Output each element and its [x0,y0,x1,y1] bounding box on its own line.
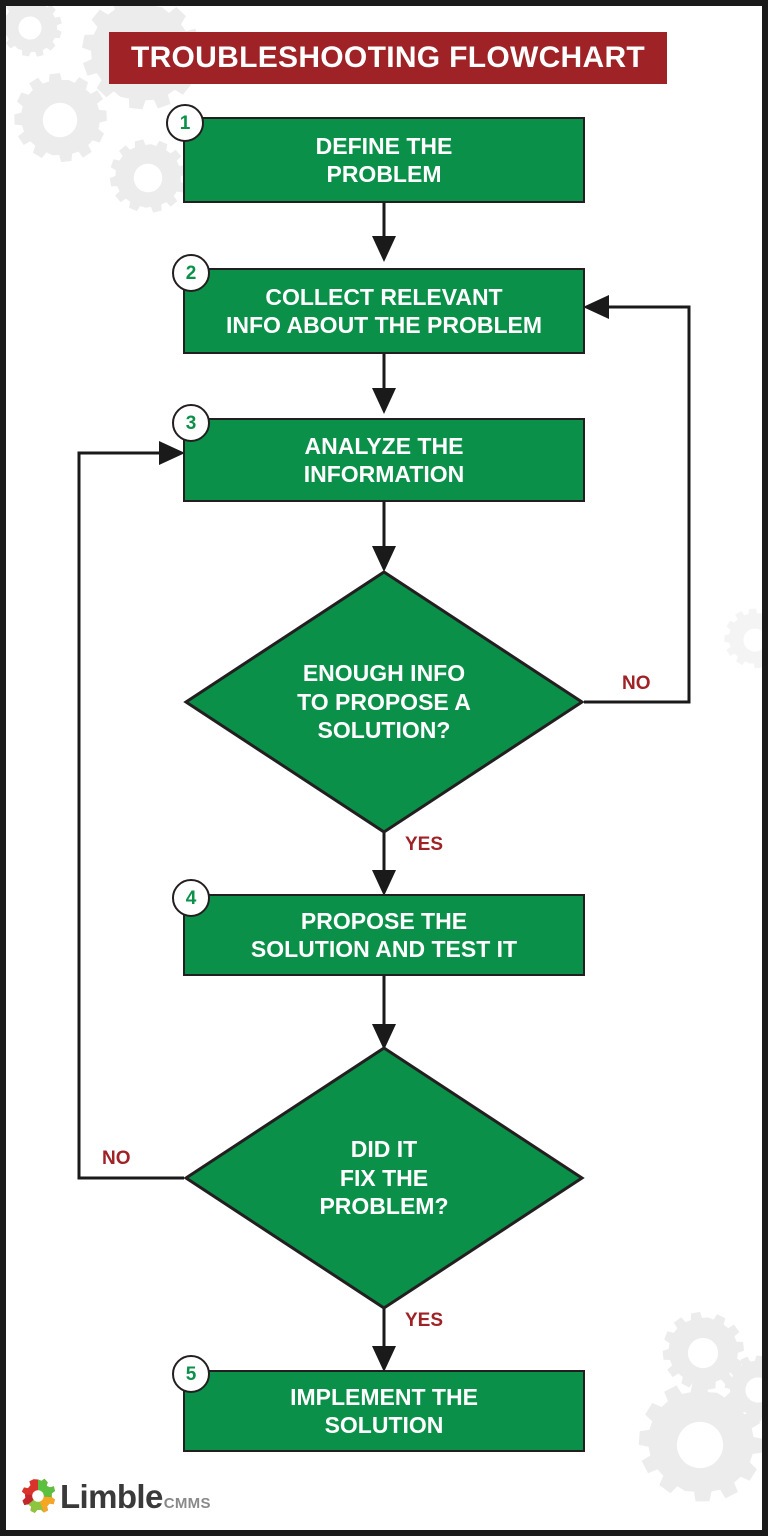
flow-node-analyze-the-information[interactable]: ANALYZE THE INFORMATION [183,418,585,502]
flow-node-label: DEFINE THE PROBLEM [315,132,453,187]
flow-decision-did-it-fix-the-problem[interactable]: DID IT FIX THE PROBLEM? [182,1044,586,1312]
step-badge-1: 1 [166,104,204,142]
flow-node-implement-the-solution[interactable]: IMPLEMENT THE SOLUTION [183,1370,585,1452]
step-number: 2 [185,262,197,284]
flow-node-label: PROPOSE THE SOLUTION AND TEST IT [250,907,518,962]
page-frame-left [0,0,6,1536]
step-badge-2: 2 [172,254,210,292]
flow-node-label: COLLECT RELEVANT INFO ABOUT THE PROBLEM [225,283,543,338]
step-number: 4 [185,887,197,909]
flow-node-propose-the-solution[interactable]: PROPOSE THE SOLUTION AND TEST IT [183,894,585,976]
limble-cmms-logo[interactable]: Limble CMMS [20,1478,211,1514]
flow-decision-enough-info[interactable]: ENOUGH INFO TO PROPOSE A SOLUTION? [182,568,586,836]
step-badge-4: 4 [172,879,210,917]
step-badge-5: 5 [172,1355,210,1393]
page-title: TROUBLESHOOTING FLOWCHART [130,41,646,74]
step-number: 3 [185,412,197,434]
branch-label-yes-enough-info: YES [405,834,444,855]
branch-label-yes-did-it-fix: YES [405,1310,444,1331]
title-banner: TROUBLESHOOTING FLOWCHART [109,32,667,84]
page-frame-bottom [0,1530,768,1536]
flow-node-label: IMPLEMENT THE SOLUTION [290,1383,478,1438]
flow-node-collect-relevant-info[interactable]: COLLECT RELEVANT INFO ABOUT THE PROBLEM [183,268,585,354]
step-number: 1 [179,112,191,134]
page-frame-right [762,0,768,1536]
page-frame-top [0,0,768,6]
logo-wordmark: Limble [60,1477,163,1515]
flow-node-define-the-problem[interactable]: DEFINE THE PROBLEM [183,117,585,203]
limble-gear-icon [21,1478,55,1513]
step-number: 5 [185,1363,197,1385]
branch-label-no-did-it-fix: NO [102,1148,131,1169]
logo-subtext: CMMS [163,1495,211,1512]
branch-label-no-enough-info: NO [622,673,651,694]
flow-node-label: ANALYZE THE INFORMATION [303,432,465,487]
step-badge-3: 3 [172,404,210,442]
